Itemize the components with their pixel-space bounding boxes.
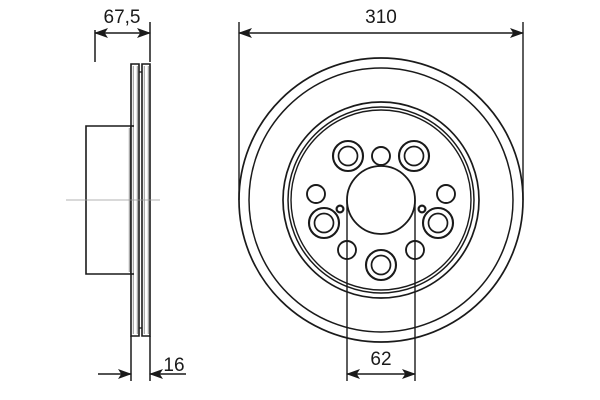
side-section-view: 67,5 16 [66, 7, 186, 381]
bolt-hole-top-right [397, 139, 431, 173]
dimension-label-310: 310 [365, 7, 397, 28]
disc-hub-ring-inner-circle [290, 109, 472, 291]
dimension-label-67-5: 67,5 [104, 7, 141, 28]
disc-friction-inner-circle [282, 101, 480, 299]
dimension-16: 16 [98, 336, 186, 381]
dimension-62: 62 [346, 200, 416, 381]
plain-hole-upper-left [306, 184, 326, 204]
pin-mark-left [335, 204, 345, 214]
disc-concentric-rings [238, 57, 524, 343]
plain-holes-group [306, 146, 456, 260]
disc-outer-edge-circle [238, 57, 524, 343]
dimension-label-62: 62 [370, 349, 391, 370]
side-view-hub-step-detail [131, 125, 134, 275]
dimension-310: 310 [238, 7, 524, 200]
bolt-hole-top-left [331, 139, 365, 173]
disc-friction-outer-circle [248, 67, 514, 333]
bolt-hole-left [307, 206, 341, 240]
pin-marks-group [335, 204, 427, 214]
dimension-label-16: 16 [163, 355, 184, 376]
bolt-hole-bottom [364, 248, 398, 282]
plain-hole-upper-right [436, 184, 456, 204]
dimension-67-5: 67,5 [94, 7, 151, 62]
side-view-vent-gap [139, 71, 142, 329]
pin-mark-right [417, 204, 427, 214]
disc-hub-ring-outer-circle [287, 106, 475, 294]
plain-hole-top-center [371, 146, 391, 166]
center-bore-circle [346, 165, 416, 235]
bolt-hole-right [421, 206, 455, 240]
front-face-view: 310 62 [238, 7, 524, 381]
bolt-holes-group [307, 139, 455, 282]
